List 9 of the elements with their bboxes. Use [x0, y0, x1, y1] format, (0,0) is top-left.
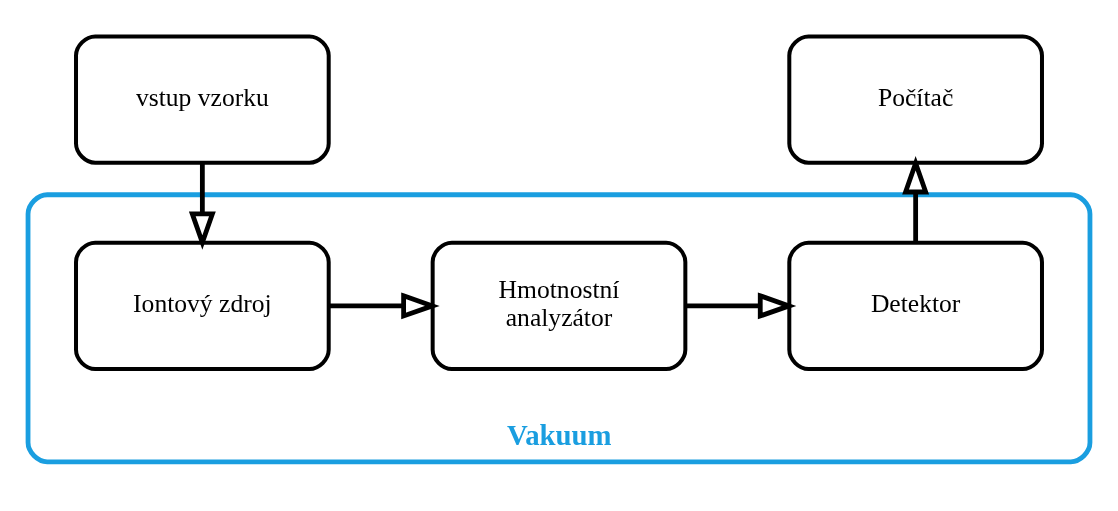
node-box: Detektor — [787, 240, 1044, 372]
node-box: vstup vzorku — [74, 34, 331, 165]
node-box: Iontový zdroj — [74, 240, 331, 372]
node-box: Počítač — [787, 34, 1044, 165]
node-box: Hmotnostní analyzátor — [430, 240, 688, 372]
arrow — [902, 155, 930, 243]
arrow — [685, 292, 797, 320]
arrow — [329, 292, 440, 320]
arrow — [188, 163, 216, 250]
